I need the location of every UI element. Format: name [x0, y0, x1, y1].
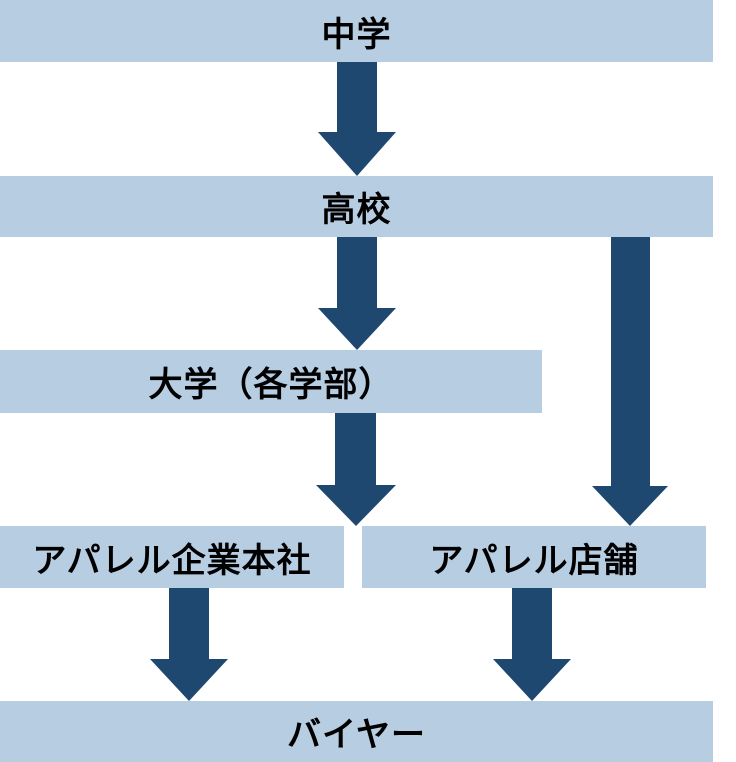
node-university: 大学（各学部） [0, 350, 542, 413]
node-middle-school: 中学 [0, 0, 713, 62]
arrow-apparel-hq-to-buyer [150, 588, 228, 701]
arrow-high-school-to-apparel-store [592, 237, 668, 526]
node-buyer: バイヤー [0, 701, 713, 762]
arrow-middle-school-to-high-school [318, 62, 396, 176]
node-high-school-label: 高校 [321, 190, 392, 230]
node-apparel-store: アパレル店舗 [362, 526, 706, 588]
arrow-high-school-to-university [318, 237, 396, 350]
node-middle-school-label: 中学 [321, 14, 392, 55]
arrow-university-to-apparel-hq [316, 413, 396, 526]
node-apparel-hq-label: アパレル企業本社 [32, 540, 312, 581]
arrow-apparel-store-to-buyer [493, 588, 571, 701]
node-high-school: 高校 [0, 176, 713, 237]
node-university-label: 大学（各学部） [148, 365, 394, 405]
node-apparel-store-label: アパレル店舗 [429, 540, 639, 581]
node-buyer-label: バイヤー [287, 715, 426, 755]
node-apparel-hq: アパレル企業本社 [0, 526, 344, 588]
